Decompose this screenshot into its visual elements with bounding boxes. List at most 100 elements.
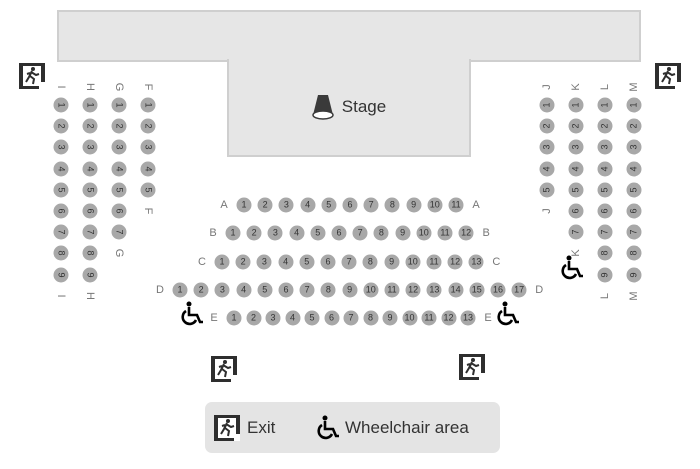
seat-B6[interactable]: 6 [331,225,347,241]
seat-B12[interactable]: 12 [458,225,474,241]
seat-I8[interactable]: 8 [53,245,69,261]
seat-D17[interactable]: 17 [511,282,527,298]
seat-M2[interactable]: 2 [626,118,642,134]
seat-J4[interactable]: 4 [539,161,555,177]
seat-I7[interactable]: 7 [53,224,69,240]
seat-B3[interactable]: 3 [267,225,283,241]
seat-A5[interactable]: 5 [321,197,337,213]
seat-I1[interactable]: 1 [53,97,69,113]
seat-E6[interactable]: 6 [324,310,339,326]
seat-F2[interactable]: 2 [140,118,156,134]
seat-D6[interactable]: 6 [278,282,294,298]
seat-B8[interactable]: 8 [373,225,389,241]
seat-E7[interactable]: 7 [343,310,359,326]
seat-I9[interactable]: 9 [53,267,69,283]
seat-K2[interactable]: 2 [568,118,584,134]
seat-A9[interactable]: 9 [406,197,422,213]
seat-D7[interactable]: 7 [299,282,315,298]
seat-B2[interactable]: 2 [246,225,262,241]
seat-E4[interactable]: 4 [285,310,300,326]
seat-K7[interactable]: 7 [568,224,584,240]
seat-D13[interactable]: 13 [426,282,442,298]
seat-C1[interactable]: 1 [214,254,230,270]
seat-F4[interactable]: 4 [140,161,156,177]
seat-A7[interactable]: 7 [363,197,379,213]
seat-H2[interactable]: 2 [82,118,98,134]
seat-B11[interactable]: 11 [437,225,453,241]
seat-K6[interactable]: 6 [568,203,584,219]
seat-G2[interactable]: 2 [111,118,127,134]
seat-A3[interactable]: 3 [278,197,294,213]
seat-E2[interactable]: 2 [246,310,261,326]
seat-E8[interactable]: 8 [363,310,378,326]
seat-A4[interactable]: 4 [300,197,316,213]
seat-D11[interactable]: 11 [384,282,400,298]
seat-C10[interactable]: 10 [405,254,421,270]
seat-J1[interactable]: 1 [539,97,555,113]
seat-G1[interactable]: 1 [111,97,127,113]
seat-H9[interactable]: 9 [82,267,98,283]
seat-F1[interactable]: 1 [140,97,156,113]
seat-D3[interactable]: 3 [214,282,230,298]
seat-E13[interactable]: 13 [460,310,476,326]
seat-H4[interactable]: 4 [82,161,98,177]
seat-G7[interactable]: 7 [111,224,127,240]
seat-D12[interactable]: 12 [405,282,421,298]
seat-D1[interactable]: 1 [172,282,188,298]
seat-C12[interactable]: 12 [447,254,463,270]
seat-I5[interactable]: 5 [53,182,69,198]
seat-M8[interactable]: 8 [626,245,642,261]
seat-L1[interactable]: 1 [597,97,613,113]
seat-I6[interactable]: 6 [53,203,69,219]
seat-L5[interactable]: 5 [597,182,613,198]
seat-D8[interactable]: 8 [320,282,336,298]
seat-H6[interactable]: 6 [82,203,98,219]
seat-I4[interactable]: 4 [53,161,69,177]
seat-E5[interactable]: 5 [304,310,320,326]
seat-G5[interactable]: 5 [111,182,127,198]
seat-M9[interactable]: 9 [626,267,642,283]
seat-D16[interactable]: 16 [490,282,506,298]
seat-E11[interactable]: 11 [421,310,437,326]
seat-G4[interactable]: 4 [111,161,127,177]
seat-A11[interactable]: 11 [448,197,464,213]
seat-H7[interactable]: 7 [82,224,98,240]
seat-A8[interactable]: 8 [384,197,400,213]
seat-H3[interactable]: 3 [82,139,98,155]
seat-B9[interactable]: 9 [395,225,411,241]
seat-K1[interactable]: 1 [568,97,584,113]
seat-E9[interactable]: 9 [382,310,398,326]
seat-B4[interactable]: 4 [289,225,305,241]
seat-D2[interactable]: 2 [193,282,209,298]
seat-A10[interactable]: 10 [427,197,443,213]
seat-M3[interactable]: 3 [626,139,642,155]
seat-G3[interactable]: 3 [111,139,127,155]
seat-D10[interactable]: 10 [363,282,379,298]
seat-C4[interactable]: 4 [278,254,294,270]
seat-K4[interactable]: 4 [568,161,584,177]
seat-C5[interactable]: 5 [299,254,315,270]
seat-M7[interactable]: 7 [626,224,642,240]
seat-L3[interactable]: 3 [597,139,613,155]
seat-M5[interactable]: 5 [626,182,642,198]
seat-I3[interactable]: 3 [53,139,69,155]
seat-G6[interactable]: 6 [111,203,127,219]
seat-D14[interactable]: 14 [448,282,464,298]
seat-F5[interactable]: 5 [140,182,156,198]
seat-M4[interactable]: 4 [626,161,642,177]
seat-B5[interactable]: 5 [310,225,326,241]
seat-B1[interactable]: 1 [225,225,241,241]
seat-C2[interactable]: 2 [235,254,251,270]
seat-L2[interactable]: 2 [597,118,613,134]
seat-C11[interactable]: 11 [426,254,442,270]
seat-D15[interactable]: 15 [469,282,485,298]
seat-C3[interactable]: 3 [256,254,272,270]
seat-H8[interactable]: 8 [82,245,98,261]
seat-C6[interactable]: 6 [320,254,336,270]
seat-C9[interactable]: 9 [384,254,400,270]
seat-A6[interactable]: 6 [342,197,358,213]
seat-J3[interactable]: 3 [539,139,555,155]
seat-D5[interactable]: 5 [257,282,273,298]
seat-F3[interactable]: 3 [140,139,156,155]
seat-C13[interactable]: 13 [468,254,484,270]
